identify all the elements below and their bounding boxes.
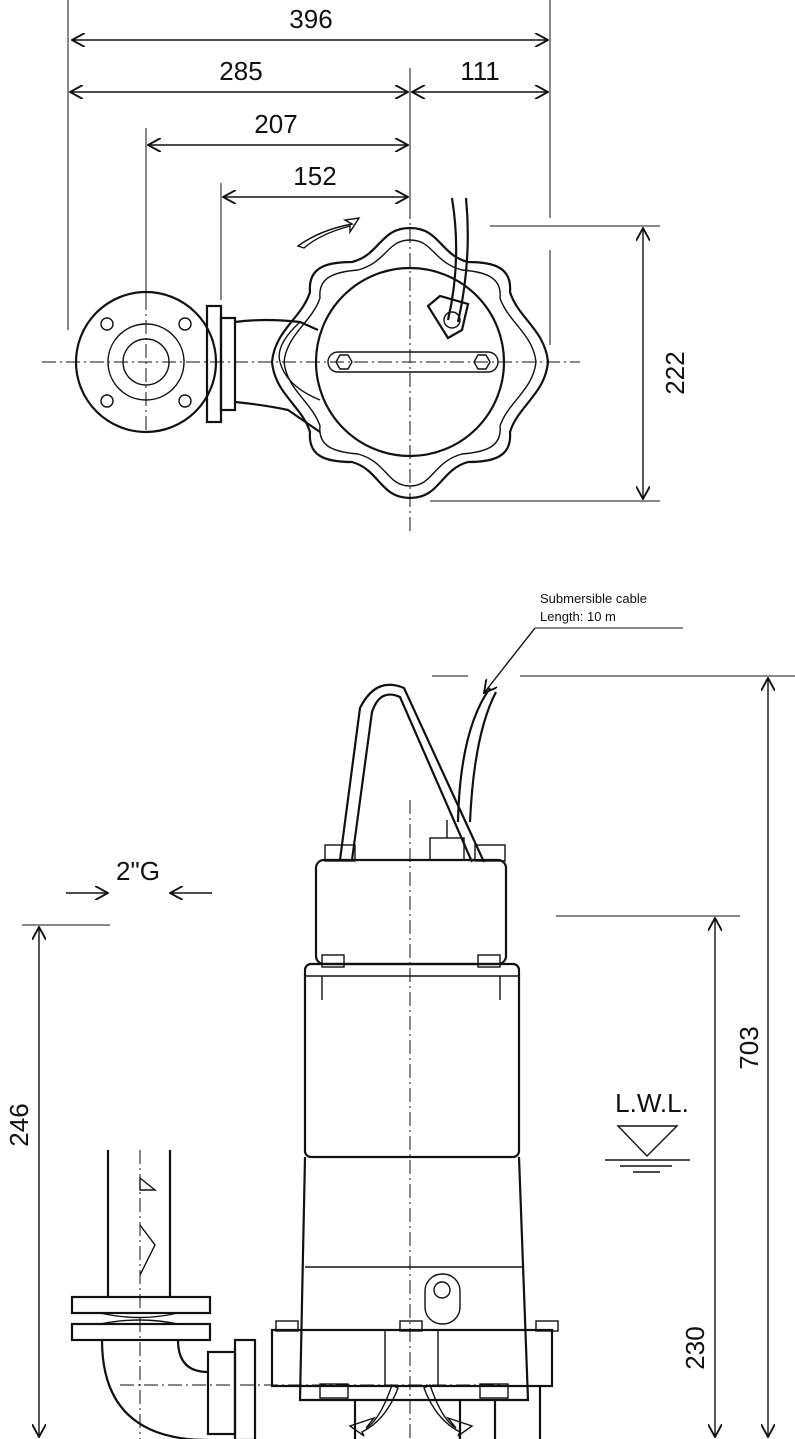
cable-leader (484, 627, 536, 693)
lwl-label: L.W.L. (615, 1088, 689, 1118)
cable-label-line1: Submersible cable (540, 591, 647, 606)
outlet-flange-side (70, 1295, 212, 1315)
dim-outlet-size: 2"G (116, 856, 160, 886)
dim-246: 246 (4, 1103, 34, 1146)
inflow-arrow-right (423, 1384, 474, 1437)
cable-label-line2: Length: 10 m (540, 609, 616, 624)
dim-285: 285 (219, 56, 262, 86)
dim-152: 152 (293, 161, 336, 191)
dim-230: 230 (680, 1326, 710, 1369)
dim-207: 207 (254, 109, 297, 139)
side-view: Submersible cable Length: 10 m 703 230 2… (4, 591, 795, 1439)
lifting-handle (350, 693, 474, 863)
dim-111: 111 (460, 56, 500, 86)
motor-housing-top (270, 226, 550, 500)
top-view: 396 285 111 207 152 222 (42, 0, 690, 532)
outlet-flange (74, 290, 218, 434)
dim-396: 396 (289, 4, 332, 34)
motor-body (303, 962, 521, 1159)
dim-703: 703 (734, 1026, 764, 1069)
inflow-arrow-left (348, 1384, 399, 1437)
dim-222: 222 (660, 351, 690, 394)
lwl-symbol (616, 1125, 679, 1157)
rotation-arrow (296, 217, 361, 249)
